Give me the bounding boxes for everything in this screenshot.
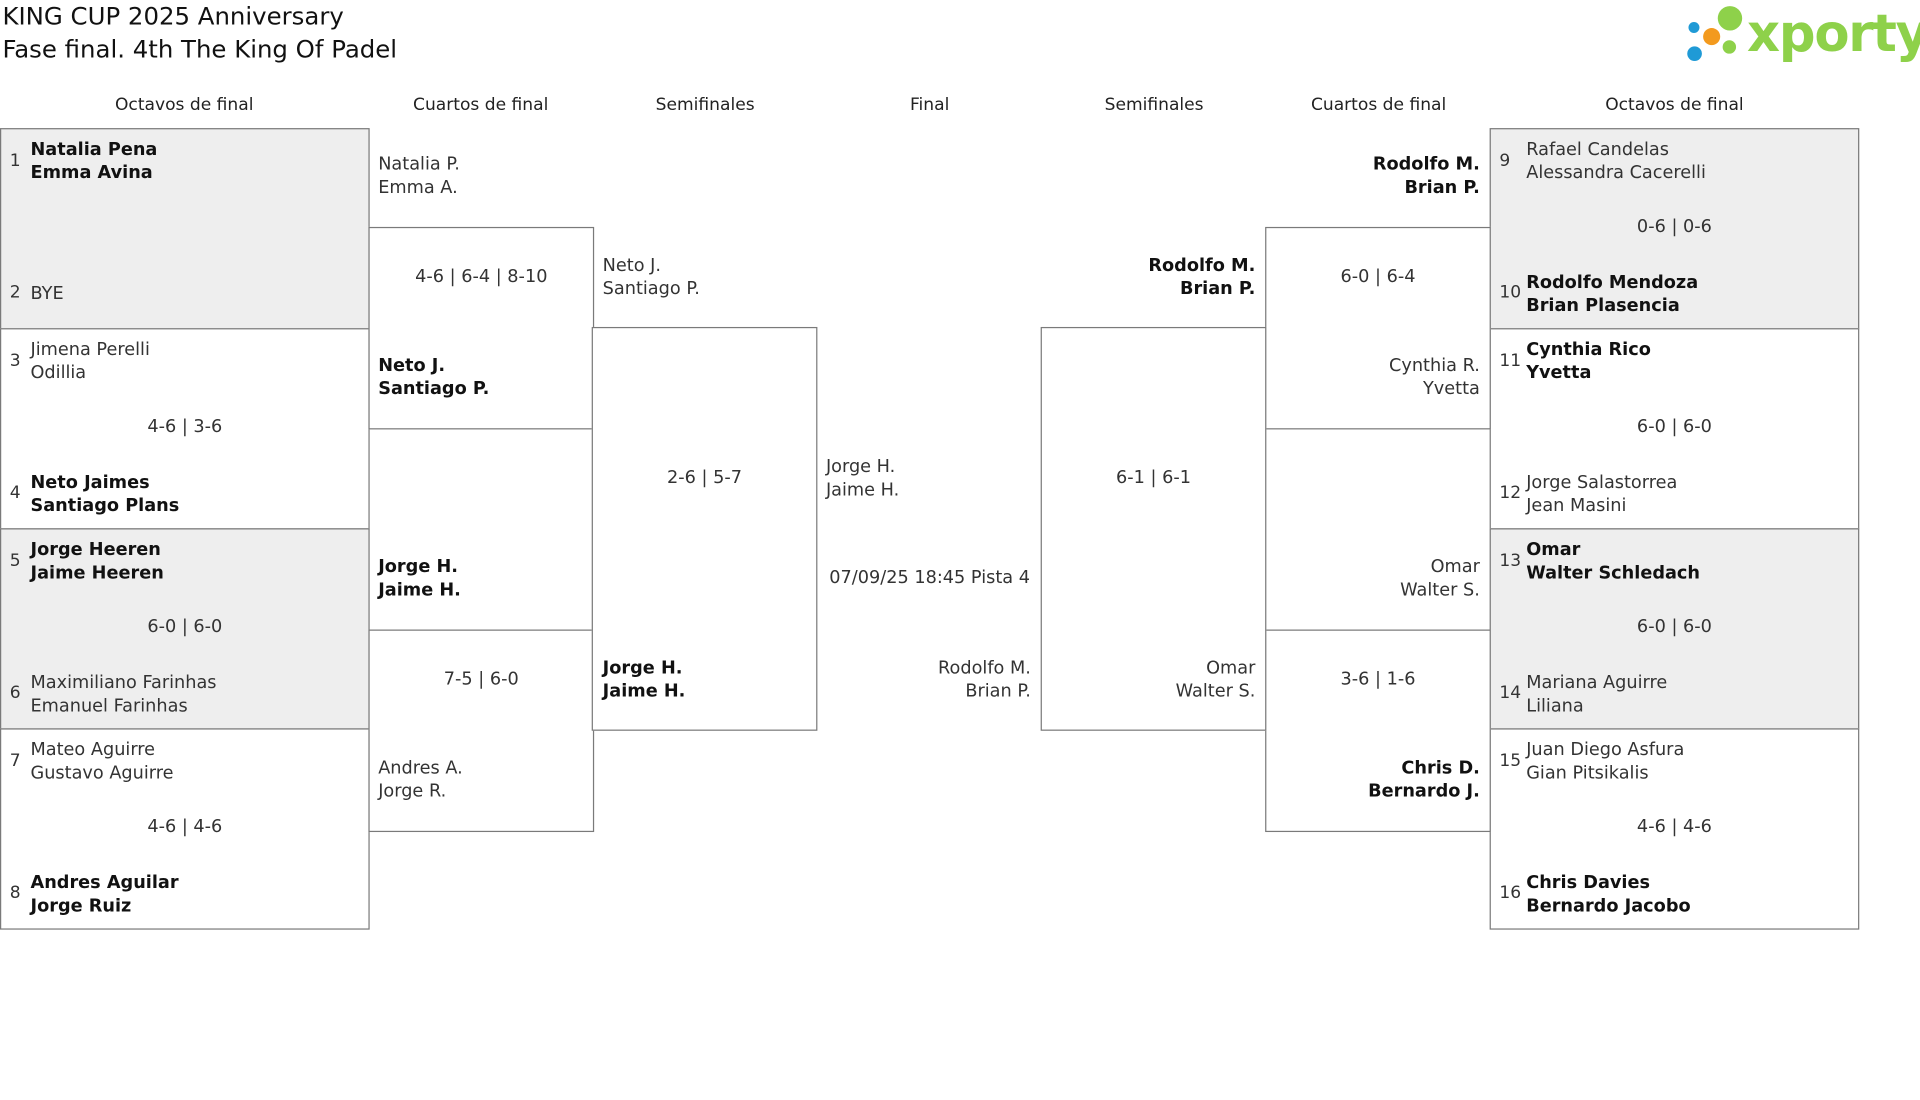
match-score: 6-0 | 6-0 bbox=[1636, 617, 1712, 637]
seed-number: 13 bbox=[1499, 551, 1522, 571]
left-r16-match bbox=[0, 128, 370, 330]
seed-number: 14 bbox=[1499, 683, 1522, 703]
xporty-logo: xporty bbox=[1684, 0, 1920, 73]
seed-number: 15 bbox=[1499, 751, 1522, 772]
logo-dot-green-small bbox=[1722, 40, 1737, 54]
team-name: Rodolfo M.Brian P. bbox=[1372, 154, 1480, 198]
team-name: Jorge H.Jaime H. bbox=[825, 457, 900, 500]
right-sf-connector bbox=[1040, 326, 1267, 731]
page-title: KING CUP 2025 Anniversary bbox=[2, 1, 344, 31]
match-score: 4-6 | 4-6 bbox=[1636, 817, 1712, 837]
round-header-final: Final bbox=[909, 95, 950, 115]
match-score: 6-0 | 6-0 bbox=[1636, 417, 1712, 437]
round-header-left-qf: Cuartos de final bbox=[413, 95, 549, 115]
logo-dot-blue-bottom bbox=[1687, 46, 1702, 61]
seed-number: 3 bbox=[9, 351, 21, 371]
round-header-right-sf: Semifinales bbox=[1104, 95, 1204, 115]
left-r16-match bbox=[0, 728, 370, 930]
match-schedule: 07/09/25 18:45 Pista 4 bbox=[829, 568, 1031, 589]
match-score: 4-6 | 4-6 bbox=[147, 817, 223, 837]
team-name: Chris D.Bernardo J. bbox=[1368, 758, 1480, 801]
match-score: 6-0 | 6-0 bbox=[147, 617, 223, 637]
match-score: 6-1 | 6-1 bbox=[1115, 468, 1192, 488]
team-name: Rodolfo M.Brian P. bbox=[938, 658, 1031, 701]
seed-number: 7 bbox=[9, 751, 21, 772]
left-r16-match bbox=[0, 528, 370, 730]
seed-number: 11 bbox=[1499, 351, 1522, 371]
page-subtitle: Fase final. 4th The King Of Padel bbox=[2, 34, 398, 64]
seed-number: 8 bbox=[9, 883, 21, 903]
team-name: Neto J.Santiago P. bbox=[378, 356, 490, 399]
match-score: 3-6 | 1-6 bbox=[1340, 669, 1416, 690]
match-score: 6-0 | 6-4 bbox=[1340, 267, 1416, 287]
seed-number: 4 bbox=[9, 483, 21, 503]
logo-dot-green bbox=[1717, 6, 1743, 31]
seed-number: 5 bbox=[9, 551, 21, 571]
match-score: 0-6 | 0-6 bbox=[1636, 217, 1712, 237]
team-name: BYE bbox=[30, 284, 64, 304]
seed-number: 6 bbox=[9, 683, 21, 703]
match-score: 2-6 | 5-7 bbox=[667, 468, 743, 488]
team-name: Rodolfo M.Brian P. bbox=[1148, 256, 1256, 299]
team-name: Jorge H.Jaime H. bbox=[602, 658, 686, 701]
right-r16-match bbox=[1489, 328, 1860, 530]
right-r16-match bbox=[1489, 728, 1860, 930]
seed-number: 10 bbox=[1499, 283, 1522, 303]
team-name: Jorge H.Jaime H. bbox=[378, 557, 461, 600]
seed-number: 1 bbox=[9, 151, 21, 171]
right-r16-match bbox=[1489, 128, 1860, 330]
logo-wordmark: xporty bbox=[1747, 3, 1920, 64]
match-score: 7-5 | 6-0 bbox=[443, 669, 519, 690]
team-name: Natalia P.Emma A. bbox=[378, 154, 460, 198]
seed-number: 12 bbox=[1499, 483, 1522, 503]
team-name: Cynthia R.Yvetta bbox=[1389, 356, 1480, 399]
match-score: 4-6 | 3-6 bbox=[147, 417, 223, 437]
logo-dot-orange bbox=[1703, 28, 1721, 46]
seed-number: 16 bbox=[1499, 883, 1522, 903]
match-score: 4-6 | 6-4 | 8-10 bbox=[415, 267, 548, 287]
round-header-left-sf: Semifinales bbox=[655, 95, 755, 115]
left-qf-connector bbox=[368, 226, 595, 430]
seed-number: 2 bbox=[9, 283, 21, 303]
left-sf-connector bbox=[591, 326, 818, 731]
right-qf-connector bbox=[1265, 629, 1491, 833]
left-qf-connector bbox=[368, 629, 595, 833]
round-header-left-r16: Octavos de final bbox=[114, 95, 254, 115]
team-name: Andres A.Jorge R. bbox=[378, 758, 463, 801]
team-name: Neto J.Santiago P. bbox=[602, 256, 700, 299]
seed-number: 9 bbox=[1499, 151, 1511, 171]
round-header-right-r16: Octavos de final bbox=[1605, 95, 1744, 115]
round-header-right-qf: Cuartos de final bbox=[1310, 95, 1447, 115]
logo-dot-blue-top bbox=[1688, 21, 1700, 33]
right-r16-match bbox=[1489, 528, 1860, 730]
